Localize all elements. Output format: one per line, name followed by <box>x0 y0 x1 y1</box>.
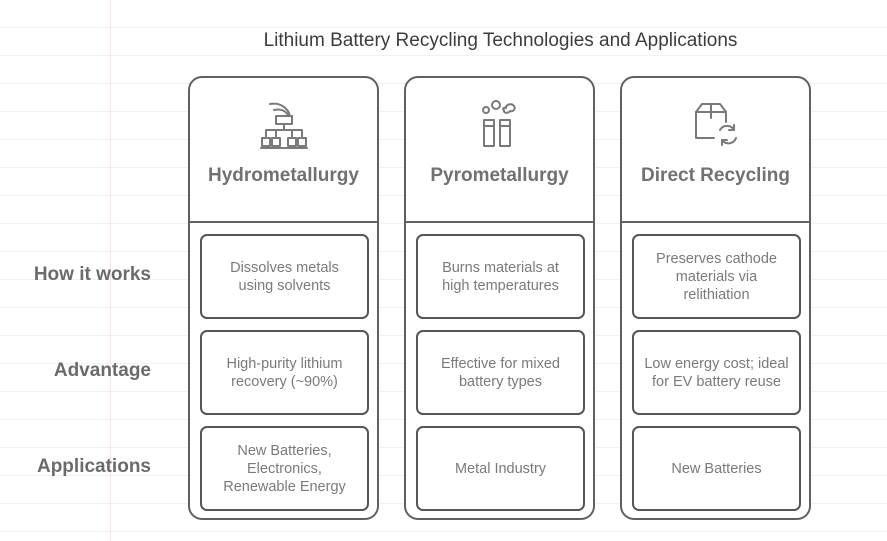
cell-advantage: Low energy cost; ideal for EV battery re… <box>632 330 801 415</box>
factory-pipes-icon <box>260 102 308 149</box>
margin-line <box>110 0 111 541</box>
cell-how-it-works: Burns materials at high temperatures <box>416 234 585 319</box>
column-header: Hydrometallurgy <box>190 78 377 223</box>
smokestacks-icon <box>482 100 516 147</box>
cell-applications: New Batteries <box>632 426 801 511</box>
column-header: Direct Recycling <box>622 78 809 223</box>
column-hydrometallurgy: Hydrometallurgy Dissolves metals using s… <box>188 76 379 520</box>
cell-applications: Metal Industry <box>416 426 585 511</box>
row-label-how-it-works: How it works <box>33 264 151 285</box>
column-title: Pyrometallurgy <box>430 165 569 186</box>
column-pyrometallurgy: Pyrometallurgy Burns materials at high t… <box>404 76 595 520</box>
cell-how-it-works: Preserves cathode materials via relithia… <box>632 234 801 319</box>
column-header: Pyrometallurgy <box>406 78 593 223</box>
cell-applications: New Batteries, Electronics, Renewable En… <box>200 426 369 511</box>
row-label-advantage: Advantage <box>53 360 151 381</box>
cell-advantage: Effective for mixed battery types <box>416 330 585 415</box>
row-label-applications: Applications <box>36 456 151 477</box>
column-title: Hydrometallurgy <box>208 165 359 186</box>
cell-how-it-works: Dissolves metals using solvents <box>200 234 369 319</box>
cell-advantage: High-purity lithium recovery (~90%) <box>200 330 369 415</box>
box-recycle-icon <box>695 103 737 146</box>
column-title: Direct Recycling <box>641 165 790 186</box>
column-direct-recycling: Direct Recycling Preserves cathode mater… <box>620 76 811 520</box>
diagram-title: Lithium Battery Recycling Technologies a… <box>263 30 738 51</box>
